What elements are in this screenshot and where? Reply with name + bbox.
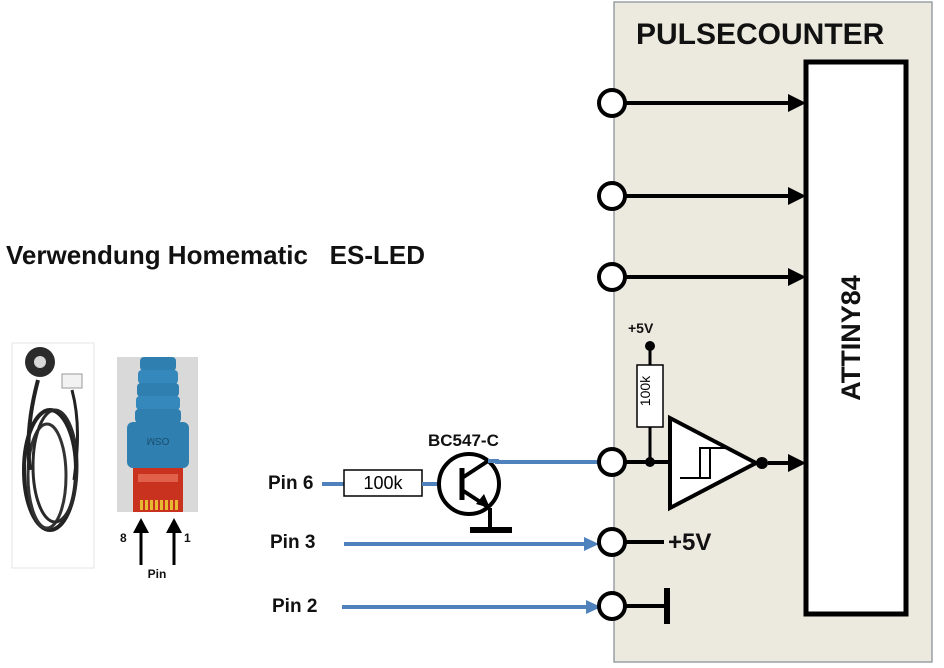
pullup-resistor (636, 364, 664, 428)
supply-label: +5V (668, 529, 711, 556)
connector-pin-1-label: 1 (184, 531, 191, 545)
arrow-right-icon (788, 454, 806, 472)
input-terminals (597, 88, 627, 621)
terminal-4 (597, 447, 627, 477)
sensor-photo (11, 342, 95, 569)
arrow-up-icon (133, 518, 149, 533)
pullup-supply-label: +5V (628, 320, 654, 336)
connector-pin-8-label: 8 (120, 531, 127, 545)
pin3-arrow-icon (584, 537, 599, 551)
pullup-resistor-label: 100k (637, 375, 653, 406)
pin6-label: Pin 6 (268, 473, 313, 494)
terminal-1 (597, 88, 627, 118)
collector-wire (488, 459, 600, 464)
arrow-right-icon (788, 94, 806, 112)
terminal-2 (597, 181, 627, 211)
pulsecounter-title: PULSECOUNTER (636, 18, 885, 51)
transistor-symbol (437, 452, 501, 516)
pin2-arrow-icon (586, 600, 601, 614)
arrow-right-icon (788, 268, 806, 286)
terminal-5 (597, 527, 627, 557)
connector-marking: OSM (147, 435, 170, 446)
arrow-up-icon (166, 518, 182, 533)
connector-pin-caption: Pin (148, 567, 167, 581)
page-title: Verwendung Homematic ES-LED (6, 240, 425, 270)
terminal-3 (597, 262, 627, 292)
terminal-arrows (625, 101, 790, 279)
transistor-label: BC547-C (428, 431, 499, 450)
schmitt-trigger-symbol (668, 414, 768, 512)
arrow-right-icon (788, 187, 806, 205)
terminal-6 (597, 591, 627, 621)
pin2-label: Pin 2 (272, 596, 317, 617)
base-resistor-label: 100k (363, 473, 403, 493)
connector-photo: OSM 8 1 Pin (112, 357, 202, 584)
chip-label: ATTINY84 (836, 275, 866, 401)
pin3-label: Pin 3 (270, 532, 315, 553)
attiny84-chip (803, 59, 909, 617)
